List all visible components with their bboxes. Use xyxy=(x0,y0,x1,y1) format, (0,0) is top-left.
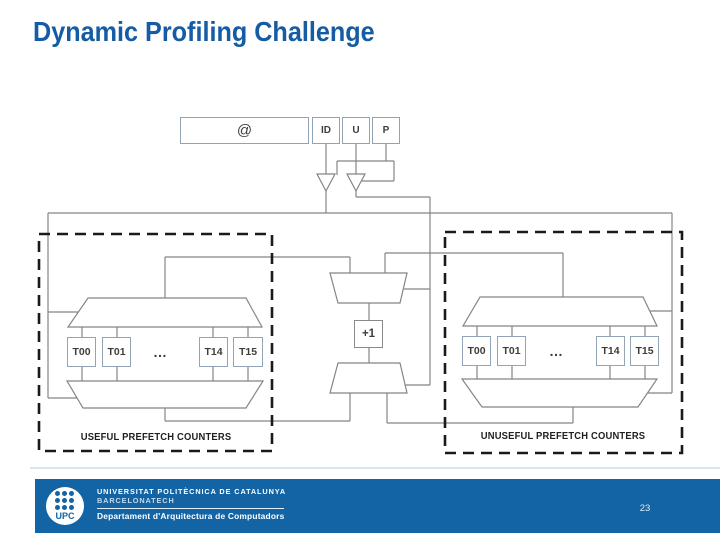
unuseful-counter-t01: T01 xyxy=(497,336,526,366)
register-id-field: ID xyxy=(312,117,340,144)
useful-counters-ellipsis: … xyxy=(153,344,167,360)
footer-barcelonatech: BARCELONATECH xyxy=(97,495,175,505)
upc-logo-text: UPC xyxy=(55,511,75,521)
useful-counter-t00: T00 xyxy=(67,337,96,367)
unuseful-counter-t14: T14 xyxy=(596,336,625,366)
footer-department: Departament d'Arquitectura de Computador… xyxy=(97,511,285,521)
left-bottom-demux-trapezoid xyxy=(65,380,265,409)
register-u-field: U xyxy=(342,117,370,144)
useful-counters-caption: USEFUL PREFETCH COUNTERS xyxy=(80,432,232,443)
upc-logo: UPC xyxy=(46,487,84,525)
unuseful-counters-caption: UNUSEFUL PREFETCH COUNTERS xyxy=(480,431,646,442)
middle-select-mux-trapezoid xyxy=(329,272,408,304)
left-top-mux-trapezoid xyxy=(66,297,264,328)
useful-counters-dashed-box xyxy=(37,232,274,453)
diagram-wires xyxy=(47,144,673,424)
page-number: 23 xyxy=(639,503,651,514)
useful-counter-t14: T14 xyxy=(199,337,228,367)
footer-university-name: UNIVERSITAT POLITÈCNICA DE CATALUNYA xyxy=(97,486,287,496)
register-address-field: @ xyxy=(180,117,309,144)
right-top-mux-trapezoid xyxy=(461,296,658,327)
unuseful-counter-t00: T00 xyxy=(462,336,491,366)
u-buffer-triangle xyxy=(346,173,366,193)
unuseful-counters-ellipsis: … xyxy=(549,343,563,359)
increment-box: +1 xyxy=(354,320,383,348)
footer-bar: UPC UNIVERSITAT POLITÈCNICA DE CATALUNYA… xyxy=(35,479,720,533)
id-buffer-triangle xyxy=(316,173,336,193)
upc-logo-dots-icon xyxy=(55,491,75,511)
useful-counter-t01: T01 xyxy=(102,337,131,367)
footer-divider-line xyxy=(30,467,720,469)
middle-writeback-demux-trapezoid xyxy=(329,362,408,394)
unuseful-counters-dashed-box xyxy=(443,230,684,455)
right-bottom-demux-trapezoid xyxy=(460,378,659,408)
register-p-field: P xyxy=(372,117,400,144)
page-title: Dynamic Profiling Challenge xyxy=(33,16,375,47)
useful-counter-t15: T15 xyxy=(233,337,263,367)
unuseful-counter-t15: T15 xyxy=(630,336,659,366)
footer-rule xyxy=(97,507,284,509)
